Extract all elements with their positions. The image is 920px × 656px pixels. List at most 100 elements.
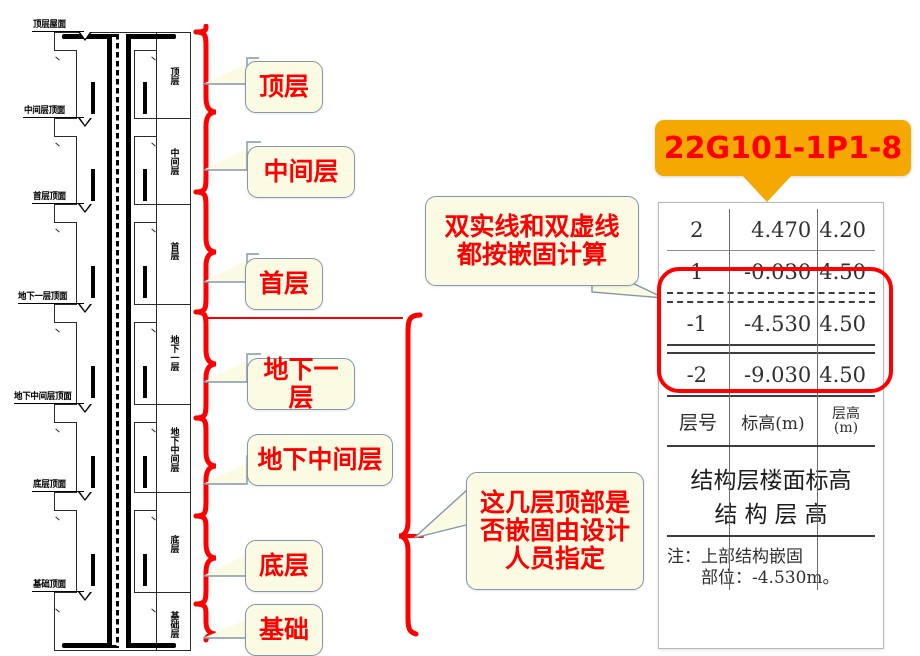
dashed-splice bbox=[108, 174, 111, 202]
slab-line bbox=[54, 32, 156, 33]
outline bbox=[134, 50, 135, 118]
table-rule-double-dashed bbox=[667, 292, 875, 303]
elevation-marker-label-mid: 中间层顶面 bbox=[24, 105, 66, 117]
callout-note-double-line[interactable]: 双实线和双虚线 都按嵌固计算 bbox=[425, 196, 639, 286]
structure-level-table-card: 2 4.470 4.20 1 -0.030 4.50 -1 -4.530 4.5… bbox=[658, 202, 884, 649]
outline bbox=[134, 422, 156, 423]
storey-divider bbox=[156, 32, 191, 33]
outline bbox=[76, 422, 77, 492]
outline bbox=[76, 136, 77, 204]
break-symbol bbox=[55, 516, 60, 521]
outline bbox=[134, 592, 156, 593]
elevation-marker-rule bbox=[32, 491, 84, 492]
callout-note-designer[interactable]: 这几层顶部是 否嵌固由设计 人员指定 bbox=[466, 472, 644, 590]
table-row: -1 -4.530 4.50 bbox=[667, 303, 875, 344]
elevation-marker-rule bbox=[18, 303, 84, 304]
rebar-vertical-left bbox=[107, 34, 112, 648]
elevation-marker-rule bbox=[14, 403, 84, 404]
rebar-splice bbox=[143, 554, 147, 586]
outline bbox=[54, 592, 55, 650]
outline bbox=[54, 222, 76, 223]
callout-ground-storey[interactable]: 首层 bbox=[245, 258, 323, 310]
break-symbol bbox=[55, 228, 60, 233]
outline bbox=[54, 492, 55, 510]
outline bbox=[54, 136, 76, 137]
basement-group-brace bbox=[398, 310, 424, 640]
elevation-marker-label-b1: 地下一层顶面 bbox=[18, 291, 68, 303]
outline bbox=[54, 322, 76, 323]
storey-brace-group bbox=[192, 26, 218, 644]
table-cell-floor: -1 bbox=[686, 311, 708, 336]
reference-badge-code: 22G101-1P1-8 bbox=[663, 130, 903, 166]
callout-foundation[interactable]: 基础 bbox=[245, 604, 323, 656]
rebar-splice bbox=[91, 554, 95, 586]
foundation-line bbox=[54, 650, 156, 651]
outline bbox=[134, 510, 135, 592]
elevation-marker-rule bbox=[32, 591, 84, 592]
table-cell-height: 4.20 bbox=[819, 217, 866, 242]
callout-basement-1-label: 地下一层 bbox=[263, 355, 339, 412]
rebar-splice bbox=[91, 456, 95, 488]
storey-label-top: 顶层 bbox=[168, 67, 179, 85]
table-header-row: 层号 标高(m) 层高 (m) bbox=[667, 209, 875, 590]
outline bbox=[134, 404, 156, 405]
outline bbox=[54, 118, 77, 119]
break-symbol bbox=[55, 56, 60, 61]
storey-divider bbox=[156, 492, 191, 493]
rebar-hook-bottom-right bbox=[126, 643, 176, 648]
table-row: 1 -0.030 4.50 bbox=[667, 251, 875, 292]
storey-label-ground: 首层 bbox=[168, 242, 179, 260]
dashed-hook-bottom bbox=[84, 645, 118, 648]
table-vline bbox=[729, 209, 730, 590]
outline bbox=[134, 118, 156, 119]
elevation-marker-triangle bbox=[78, 592, 92, 601]
table-cell-height: 4.50 bbox=[819, 311, 866, 336]
callout-bottom-storey[interactable]: 底层 bbox=[245, 540, 323, 592]
outline bbox=[134, 136, 135, 204]
outline bbox=[134, 304, 156, 305]
outline bbox=[54, 204, 55, 222]
storey-label-foundation: 基础层 bbox=[168, 610, 179, 638]
callout-top-storey[interactable]: 顶层 bbox=[245, 61, 323, 113]
table-header-elevation: 标高(m) bbox=[741, 413, 805, 434]
callout-note-designer-text: 这几层顶部是 否嵌固由设计 人员指定 bbox=[479, 488, 630, 573]
table-rule-double-solid bbox=[667, 344, 875, 354]
elevation-marker-rule bbox=[23, 117, 84, 118]
outline bbox=[54, 404, 55, 422]
outline bbox=[54, 304, 77, 305]
outline bbox=[134, 322, 156, 323]
elevation-marker-label-bmid: 地下中间层顶面 bbox=[14, 391, 72, 403]
table-cell-height: 4.50 bbox=[819, 362, 866, 387]
structure-level-table: 2 4.470 4.20 1 -0.030 4.50 -1 -4.530 4.5… bbox=[667, 209, 875, 590]
column-box-right-line bbox=[190, 32, 191, 650]
elevation-marker-rule bbox=[32, 203, 84, 204]
elevation-marker-rule bbox=[32, 31, 84, 32]
callout-basement-middle-label: 地下中间层 bbox=[257, 445, 383, 474]
rebar-splice bbox=[91, 169, 95, 201]
outline bbox=[54, 304, 55, 322]
table-cell-floor: -2 bbox=[686, 362, 708, 387]
table-title-line-2: 结构层高 bbox=[714, 502, 835, 528]
table-rule bbox=[667, 250, 875, 251]
callout-top-storey-label: 顶层 bbox=[258, 72, 309, 101]
table-cell-floor: 2 bbox=[690, 217, 704, 242]
rebar-splice bbox=[91, 82, 95, 114]
storey-divider bbox=[156, 650, 191, 651]
outline bbox=[54, 510, 76, 511]
callout-basement-1[interactable]: 地下一层 bbox=[247, 355, 355, 412]
outline bbox=[134, 510, 156, 511]
table-header-floor: 层号 bbox=[678, 411, 717, 434]
table-cell-elevation: 4.470 bbox=[751, 217, 812, 242]
outline bbox=[54, 492, 77, 493]
reference-badge[interactable]: 22G101-1P1-8 bbox=[655, 120, 911, 176]
outline bbox=[54, 50, 76, 51]
outline bbox=[134, 204, 156, 205]
outline bbox=[54, 592, 77, 593]
table-note-line-1: 注：上部结构嵌固 bbox=[667, 547, 803, 567]
outline bbox=[134, 422, 135, 492]
callout-basement-middle[interactable]: 地下中间层 bbox=[247, 434, 393, 486]
elevation-marker-triangle bbox=[78, 204, 92, 213]
callout-ground-storey-label: 首层 bbox=[258, 269, 309, 298]
callout-middle-storey[interactable]: 中间层 bbox=[247, 146, 355, 198]
